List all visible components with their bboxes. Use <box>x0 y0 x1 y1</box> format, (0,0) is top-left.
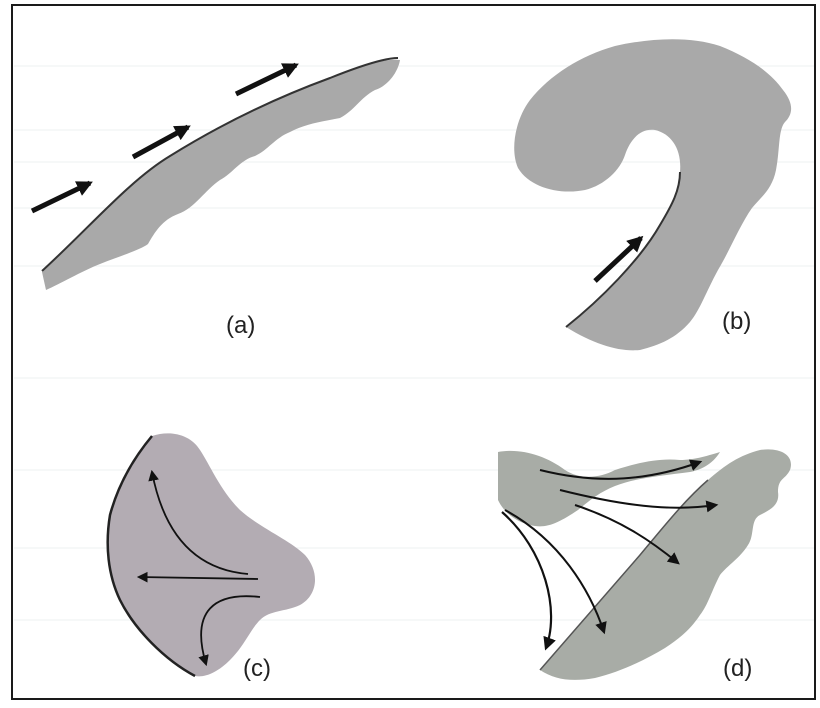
figure-frame <box>11 4 816 700</box>
